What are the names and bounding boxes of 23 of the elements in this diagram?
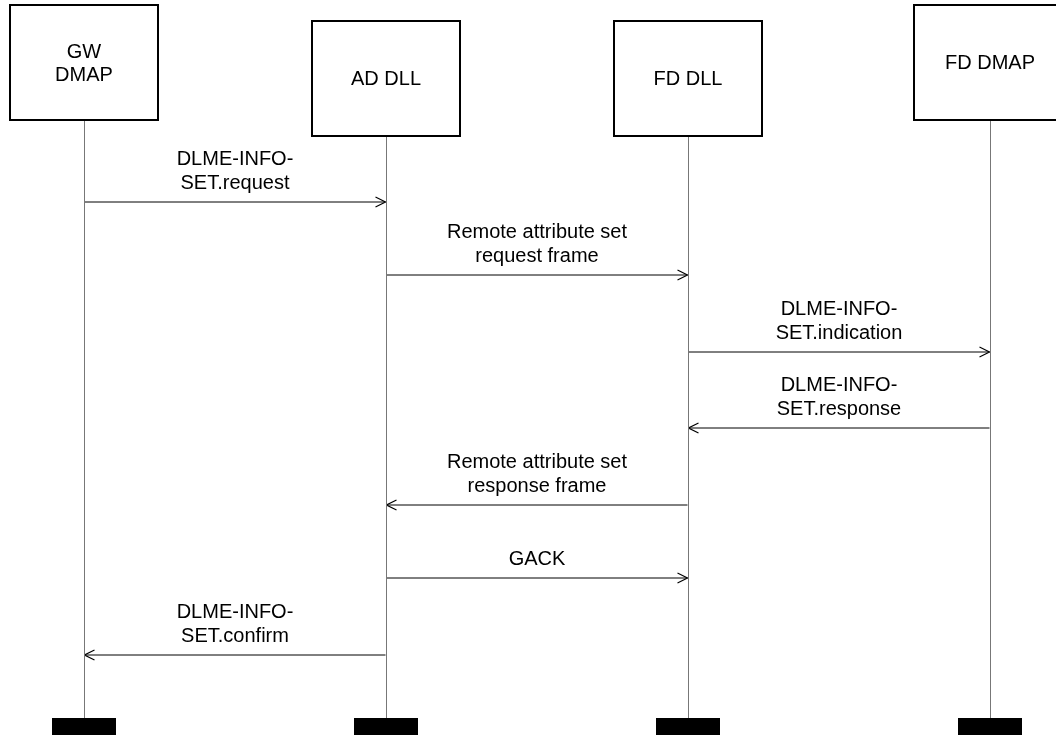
lifeline: [687, 137, 689, 718]
lifeline-end-bar: [52, 718, 116, 735]
participant-box: [913, 4, 1056, 121]
lifeline-end-bar: [958, 718, 1022, 735]
lifeline: [83, 121, 85, 718]
participant-name: AD DLL: [350, 67, 422, 90]
message-arrow: [385, 499, 688, 511]
lifeline-end-bar: [656, 718, 720, 735]
participant-name: FD DLL: [652, 67, 724, 90]
message-arrow: [687, 422, 990, 434]
lifeline: [385, 137, 387, 718]
message-arrow: [386, 572, 689, 584]
participant-box: [9, 4, 159, 121]
message-arrow: [386, 269, 689, 281]
message-arrow: [688, 346, 991, 358]
lifeline-end-bar: [354, 718, 418, 735]
message-arrow: [84, 196, 387, 208]
lifeline: [989, 121, 991, 718]
message-arrow: [83, 649, 386, 661]
participant-name: GW DMAP: [54, 39, 114, 86]
participant-box: [613, 20, 763, 137]
participant-name: FD DMAP: [944, 51, 1036, 74]
participant-box: [311, 20, 461, 137]
